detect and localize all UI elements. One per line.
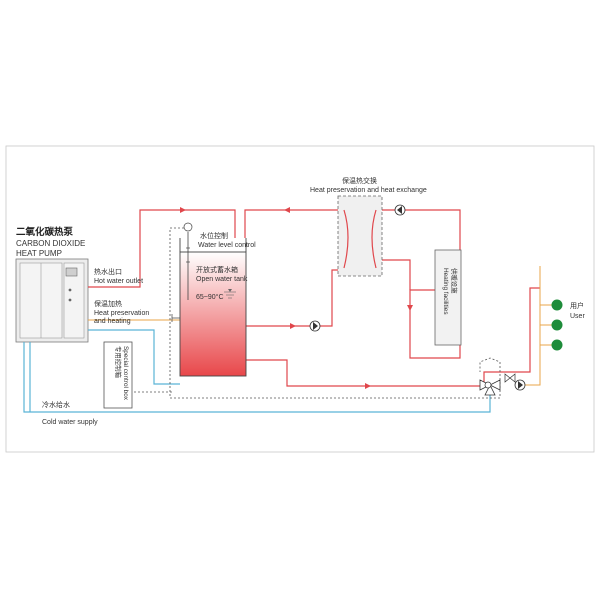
exchanger-to-heating-pipe xyxy=(382,209,461,250)
tank-to-user-pipe xyxy=(246,287,540,387)
cold-water-supply-pipe xyxy=(23,342,491,413)
tank-temperature: 65~90°C xyxy=(196,293,224,301)
pump-icon-top xyxy=(394,204,406,216)
open-tank-label-cn: 开放式蓄水箱 xyxy=(196,265,238,274)
tank-to-exchanger-pipe xyxy=(244,209,338,238)
exchanger-outlet-pipe xyxy=(382,259,411,290)
heat-preservation-en-line1: Heat preservation xyxy=(94,310,149,317)
control-box-label-en: Special control box xyxy=(122,346,129,401)
mixing-valve-icon xyxy=(479,379,501,396)
heat-preservation-cn: 保温加热 xyxy=(94,299,122,308)
hot-water-outlet-en: Hot water outlet xyxy=(94,278,143,285)
heating-facilities xyxy=(434,249,462,346)
cold-water-to-unit-pipe xyxy=(88,329,180,385)
heating-facilities-label-cn: 供暖设施 xyxy=(450,268,459,294)
valve-icon xyxy=(504,373,516,383)
cold-water-supply-en: Cold water supply xyxy=(42,419,98,426)
heat-preservation-en-line2: and heating xyxy=(94,318,131,325)
open-tank-label-en: Open water tank xyxy=(196,276,248,283)
heat-pump-title-en-line1: CARBON DIOXIDE xyxy=(16,239,85,248)
control-signal-line xyxy=(169,227,501,399)
heat-exchange-label-en: Heat preservation and heat exchange xyxy=(310,187,427,194)
pump-icon-user xyxy=(514,379,526,391)
heat-exchange-label-cn: 保温热交换 xyxy=(342,176,377,185)
user-node-1 xyxy=(551,299,563,311)
diagram-frame xyxy=(5,145,595,453)
user-supply-line xyxy=(520,266,541,386)
control-signal-line-3 xyxy=(479,357,501,372)
heat-pump-title-en-line2: HEAT PUMP xyxy=(16,249,62,258)
user-label-en: User xyxy=(570,313,585,320)
heating-return-pipe xyxy=(409,289,461,359)
cold-water-supply-cn: 冷水给水 xyxy=(42,400,70,409)
user-node-2 xyxy=(551,319,563,331)
heat-pump-title-cn: 二氧化碳热泵 xyxy=(16,226,74,238)
water-level-control-cn: 水位控制 xyxy=(200,231,228,240)
level-gauge-icon xyxy=(183,222,193,232)
heat-pump-display-icon xyxy=(65,267,78,277)
pump-icon-middle xyxy=(309,320,321,332)
control-box-label-cn: 专用控制箱 xyxy=(114,346,123,379)
water-level-icon xyxy=(224,289,236,299)
water-level-control-en: Water level control xyxy=(198,242,256,249)
user-label-cn: 用户 xyxy=(570,301,584,310)
heating-facilities-label-en: Heating facilities xyxy=(442,268,449,315)
heat-pump-unit xyxy=(15,258,89,343)
special-control-box xyxy=(103,341,133,409)
exchanger-return-pipe xyxy=(246,269,338,327)
hot-water-outlet-cn: 热水出口 xyxy=(94,267,122,276)
user-node-3 xyxy=(551,339,563,351)
hot-water-outlet-pipe xyxy=(88,209,236,288)
open-water-tank xyxy=(179,251,247,377)
